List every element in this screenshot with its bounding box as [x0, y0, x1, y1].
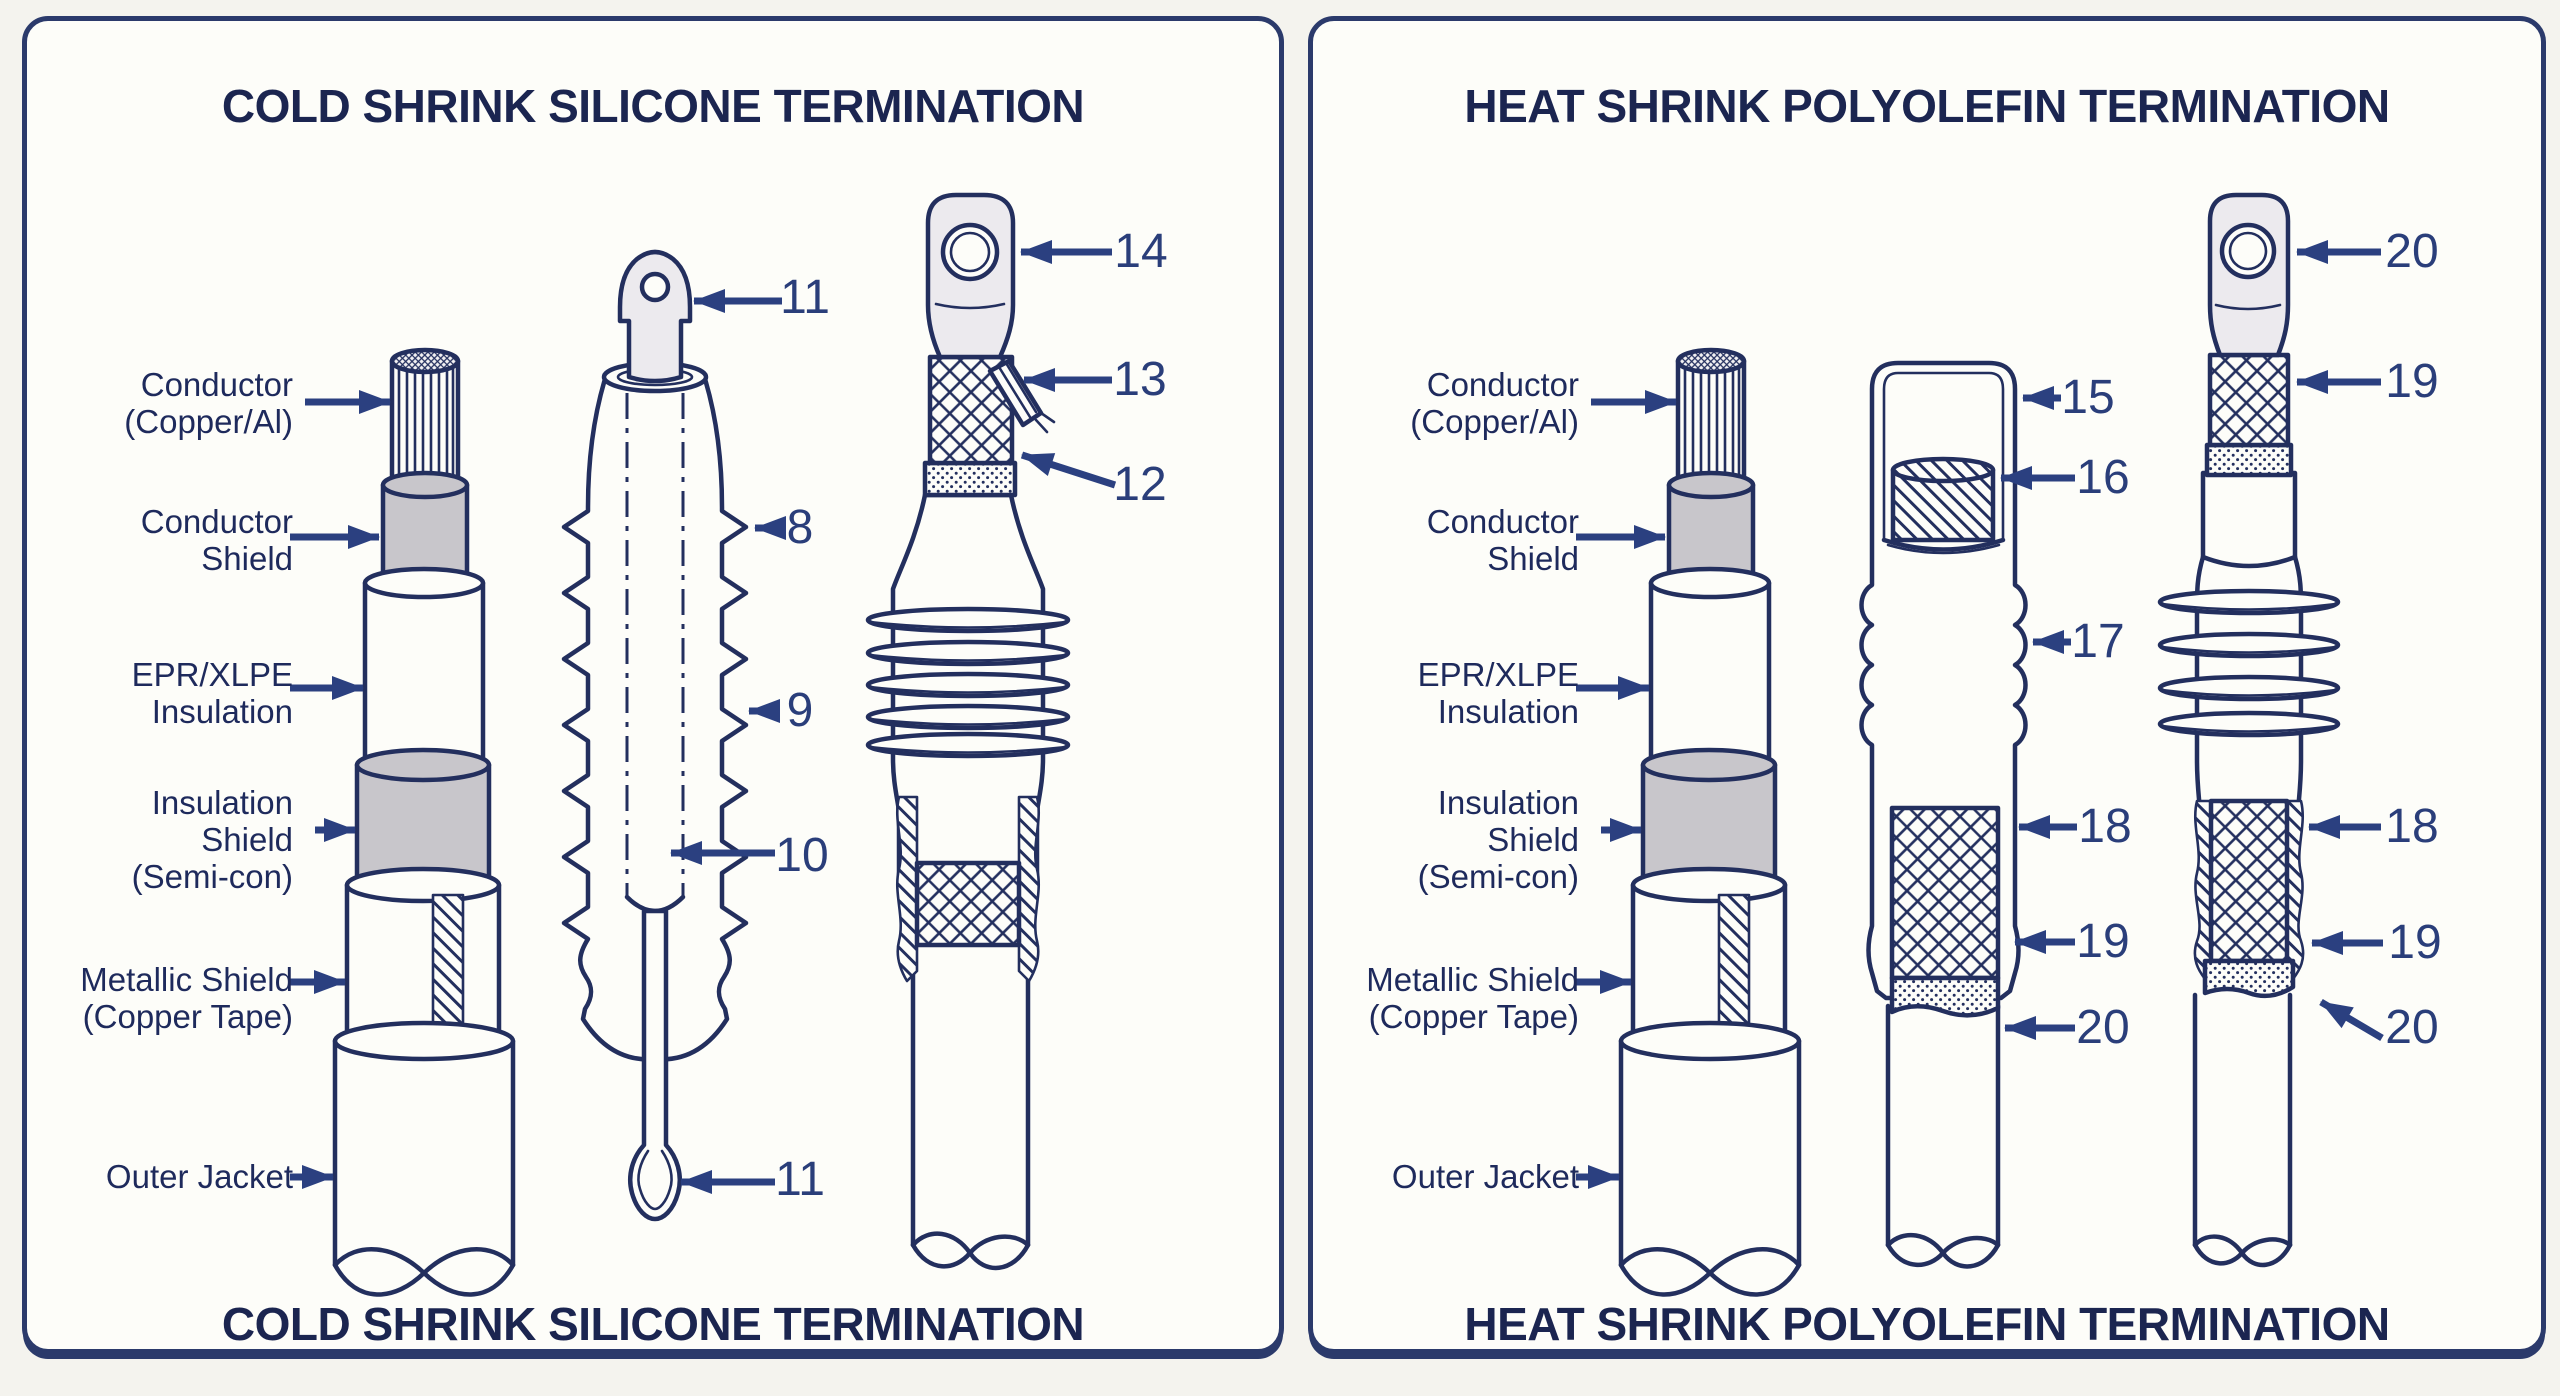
heat-shrink-drawing	[1576, 192, 2384, 1297]
label-conductor: Conductor(Copper/Al)	[1410, 366, 1579, 440]
callout-number: 20	[2076, 1001, 2130, 1054]
callout-number: 12	[1113, 458, 1167, 511]
panel-title: COLD SHRINK SILICONE TERMINATION	[221, 80, 1085, 132]
cable-cutaway-figure	[332, 347, 516, 1297]
label-conductor: Conductor(Copper/Al)	[124, 366, 293, 440]
panel-caption: COLD SHRINK SILICONE TERMINATION	[221, 1298, 1085, 1350]
cable-cutaway-figure	[1618, 347, 1802, 1297]
callout-number: 19	[2385, 355, 2439, 408]
panel-title: HEAT SHRINK POLYOLEFIN TERMINATION	[1464, 80, 2390, 132]
callout-number: 20	[2385, 1001, 2439, 1054]
callout-number: 15	[2061, 371, 2115, 424]
panel-heat-shrink: HEAT SHRINK POLYOLEFIN TERMINATION	[1308, 16, 2546, 1354]
callout-number: 19	[2076, 915, 2130, 968]
callout-arrows	[290, 240, 1117, 1194]
callout-number: 17	[2071, 615, 2125, 668]
callout-number: 11	[775, 1153, 825, 1206]
callout-arrows	[1576, 240, 2384, 1189]
callout-number: 18	[2385, 800, 2439, 853]
assembled-termination-figure	[865, 192, 1071, 1271]
callout-number: 11	[780, 271, 830, 324]
skirt-fins	[865, 606, 1071, 759]
callout-number: 19	[2388, 916, 2442, 969]
callout-number: 10	[775, 829, 829, 882]
callout-number: 14	[1114, 225, 1168, 278]
label-outer-jacket: Outer Jacket	[105, 1158, 293, 1195]
callout-number: 8	[786, 501, 814, 554]
panel-caption: HEAT SHRINK POLYOLEFIN TERMINATION	[1464, 1298, 2390, 1350]
skirt-fins	[2157, 588, 2341, 738]
callout-number: 20	[2385, 225, 2439, 278]
assembled-termination-figure	[2157, 192, 2341, 1268]
label-metallic-shield: Metallic Shield(Copper Tape)	[80, 961, 293, 1035]
callout-number: 18	[2078, 800, 2132, 853]
callout-number: 16	[2076, 451, 2130, 504]
callout-number: 9	[786, 684, 814, 737]
heat-shrink-tube-figure	[1859, 360, 2028, 1269]
panel-cold-shrink: COLD SHRINK SILICONE TERMINATION	[22, 16, 1284, 1354]
cold-shrink-drawing	[290, 192, 1117, 1297]
cold-shrink-tube-figure	[561, 249, 749, 1222]
label-outer-jacket: Outer Jacket	[1391, 1158, 1579, 1195]
label-metallic-shield: Metallic Shield(Copper Tape)	[1366, 961, 1579, 1035]
callout-number: 13	[1113, 353, 1167, 406]
